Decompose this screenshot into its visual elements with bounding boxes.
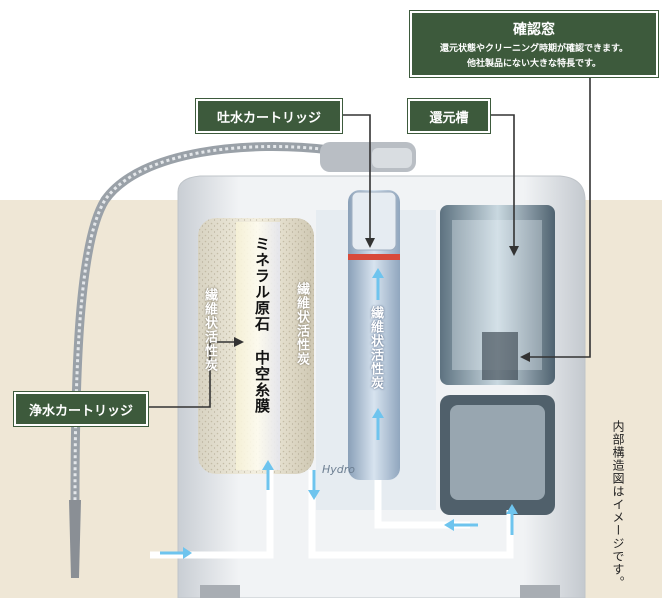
- confirmation-window: [482, 332, 518, 380]
- kakunin-title: 確認窓: [513, 22, 555, 38]
- kakunin-line1: 還元状態やクリーニング時期が確認できます。: [439, 44, 629, 54]
- filter-label-center: 繊維状活性炭: [368, 306, 383, 390]
- filter-label-right: 繊維状活性炭: [294, 282, 309, 366]
- hose-nozzle: [69, 500, 81, 578]
- filter-label-mineral: ミネラル原石: [253, 236, 271, 332]
- tosui-cartridge-label: 吐水カートリッジ: [196, 99, 342, 133]
- reduction-tank: [440, 205, 555, 385]
- image-note: 内部構造図はイメージです。: [611, 420, 625, 589]
- brand-label: Hydro: [322, 463, 356, 476]
- outlet-cartridge: [348, 190, 400, 480]
- filter-label-left: 繊維状活性炭: [202, 288, 217, 372]
- kangen-tank-label: 還元槽: [408, 99, 490, 133]
- josui-cartridge-label: 浄水カートリッジ: [14, 392, 148, 426]
- flow-arrows: [160, 268, 518, 559]
- filter-label-hollow: 中空糸膜: [253, 350, 271, 414]
- kakunin-line2: 他社製品にない大きな特長です。: [466, 59, 602, 69]
- kakunin-window-label: 確認窓 還元状態やクリーニング時期が確認できます。 他社製品にない大きな特長です…: [410, 11, 658, 77]
- leader-lines: [145, 75, 591, 408]
- water-pipe: [150, 470, 274, 559]
